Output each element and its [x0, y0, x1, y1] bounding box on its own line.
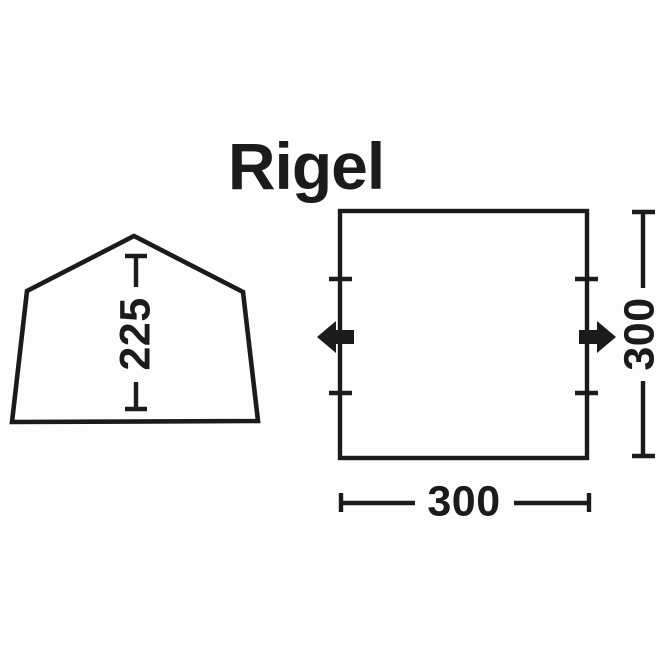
product-name: Rigel: [227, 129, 385, 203]
height-label: 225: [111, 297, 160, 371]
tent-outline: [9, 233, 261, 425]
tent-side-view: [9, 233, 261, 425]
arrow-left-icon: [317, 321, 354, 353]
height-dimension: [125, 253, 147, 412]
width-dimension: [338, 493, 592, 512]
floorplan-outline: [337, 208, 590, 461]
depth-dimension: [632, 209, 655, 459]
door-tick-marks: [329, 276, 598, 396]
depth-label: 300: [615, 297, 664, 371]
arrow-right-icon: [579, 321, 616, 353]
floor-plan: [317, 208, 655, 512]
width-label: 300: [427, 477, 501, 526]
